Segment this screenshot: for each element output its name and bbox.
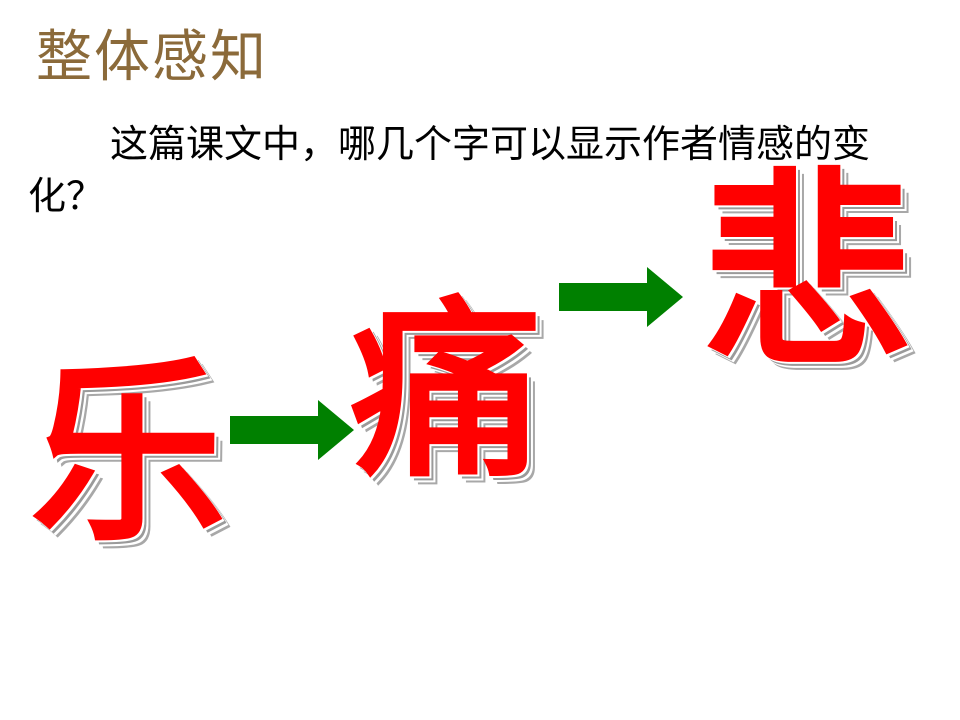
right-arrow-icon bbox=[230, 400, 354, 460]
right-arrow-icon bbox=[559, 267, 683, 327]
emotion-char-le: 乐 bbox=[30, 339, 227, 569]
emotion-char-tong: 痛 bbox=[350, 279, 542, 504]
slide-title: 整体感知 bbox=[36, 25, 268, 90]
emotion-char-bei: 悲 bbox=[702, 149, 913, 396]
question-text: 这篇课文中，哪几个字可以显示作者情感的变化？ bbox=[28, 122, 871, 218]
